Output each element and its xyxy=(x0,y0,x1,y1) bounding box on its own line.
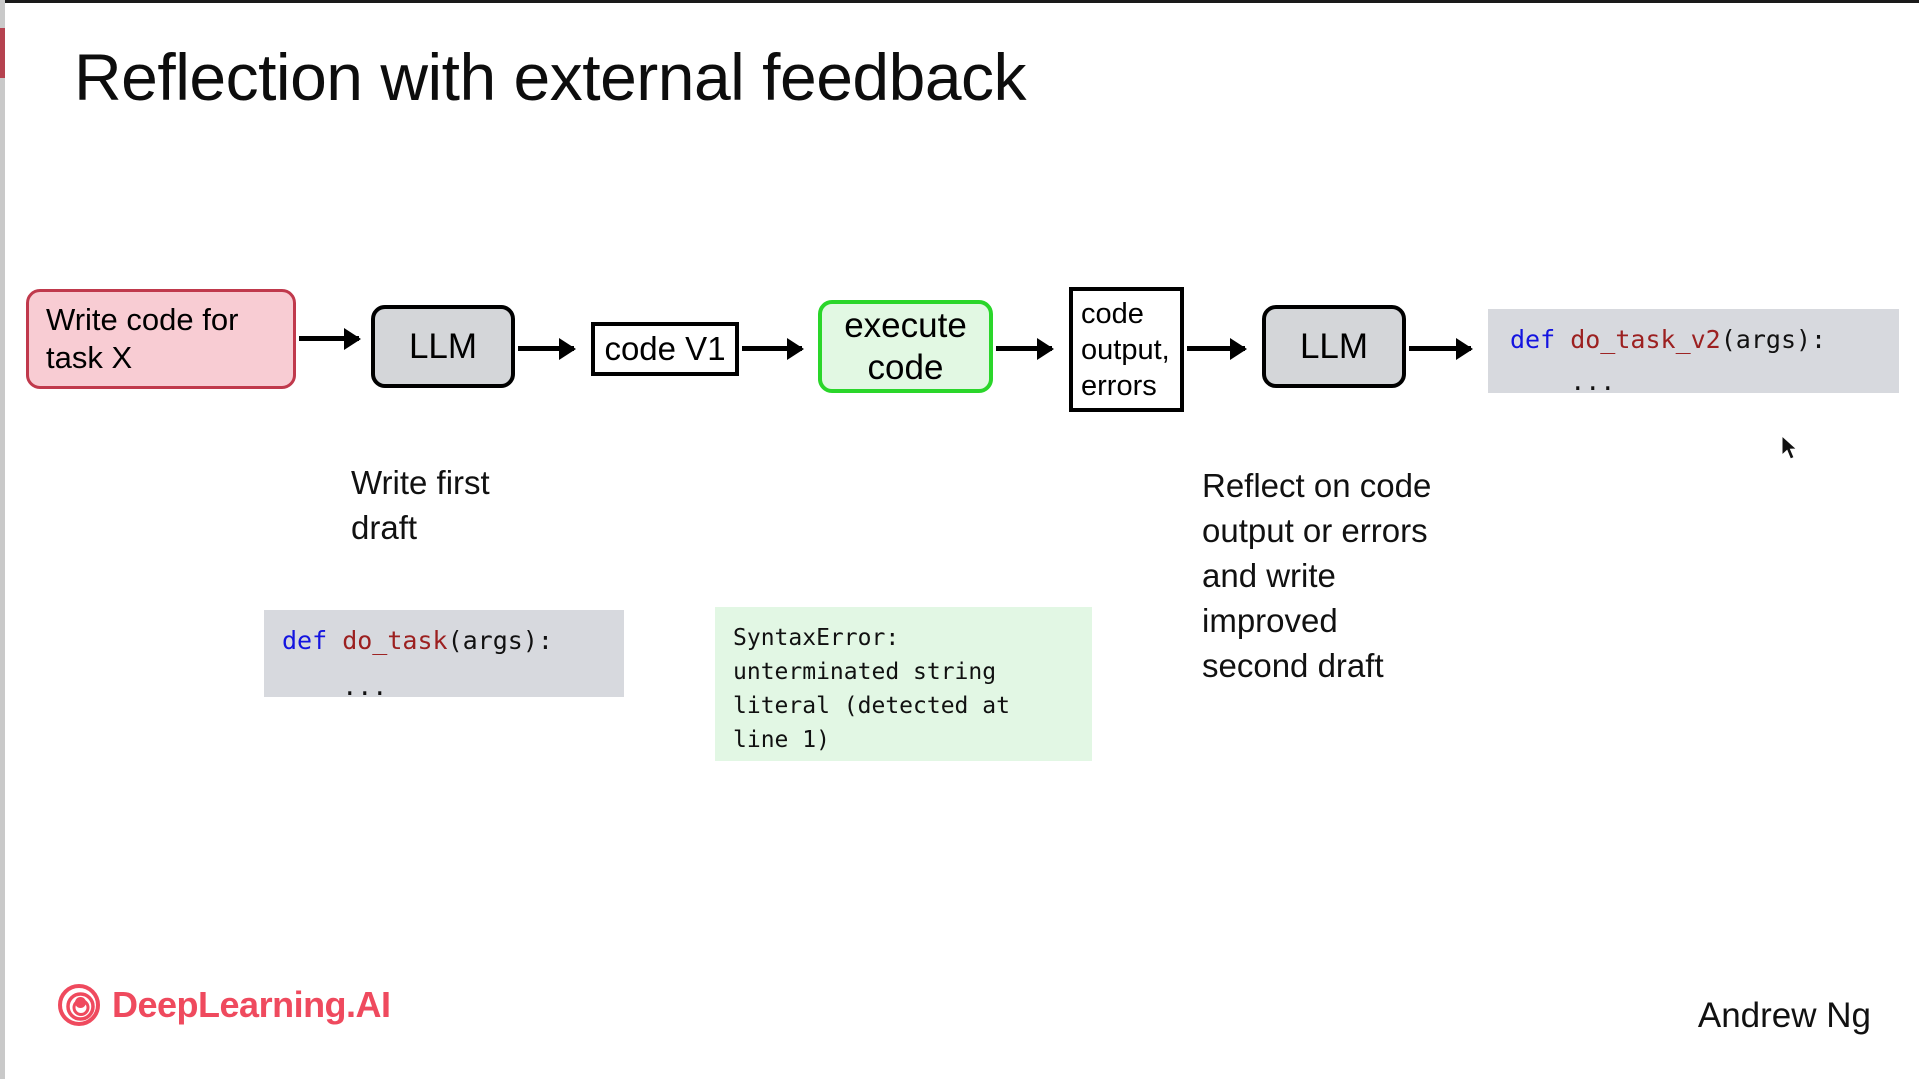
error-output-syntaxerror: SyntaxError: unterminated string literal… xyxy=(715,607,1092,761)
code-signature: (args): xyxy=(447,626,553,655)
caption-write-first-draft: Write first draft xyxy=(351,464,490,546)
code-signature: (args): xyxy=(1720,325,1827,354)
mouse-cursor-icon xyxy=(1781,434,1802,462)
flow-node-code-output-errors: code output, errors xyxy=(1069,287,1184,412)
flow-node-llm-first: LLM xyxy=(371,305,515,388)
flow-node-write-code-task: Write code for task X xyxy=(26,289,296,389)
caption-reflect-on-code: Reflect on code output or errors and wri… xyxy=(1202,467,1432,684)
code-snippet-do-task: def do_task(args): ... xyxy=(264,610,624,701)
code-function-name: do_task_v2 xyxy=(1555,325,1721,354)
arrow-llm2-to-codev2 xyxy=(1409,346,1471,351)
author-name: Andrew Ng xyxy=(1697,996,1871,1035)
left-edge-strip xyxy=(0,0,5,1079)
brand-name: DeepLearning.AI xyxy=(112,984,391,1025)
code-function-name: do_task xyxy=(327,626,448,655)
arrow-execute-to-output xyxy=(996,346,1052,351)
code-keyword-def: def xyxy=(1510,325,1556,354)
code-body-ellipsis: ... xyxy=(282,672,388,701)
code-body-ellipsis: ... xyxy=(1510,367,1616,396)
flow-node-code-v1: code V1 xyxy=(591,322,739,376)
arrow-codev1-to-execute xyxy=(742,346,802,351)
arrow-output-to-llm2 xyxy=(1187,346,1245,351)
left-edge-red-marker xyxy=(0,28,5,78)
spiral-logo-icon xyxy=(58,984,100,1026)
code-snippet-do-task-v2: def do_task_v2(args): ... xyxy=(1488,309,1899,396)
arrow-task-to-llm1 xyxy=(299,336,359,341)
top-edge-bar xyxy=(5,0,1919,3)
deeplearning-ai-logo: DeepLearning.AI xyxy=(58,984,391,1026)
page-title: Reflection with external feedback xyxy=(74,40,1027,114)
flow-node-execute-code: execute code xyxy=(818,300,993,393)
arrow-llm1-to-codev1 xyxy=(518,346,574,351)
flow-node-llm-second: LLM xyxy=(1262,305,1406,388)
code-keyword-def: def xyxy=(282,626,328,655)
